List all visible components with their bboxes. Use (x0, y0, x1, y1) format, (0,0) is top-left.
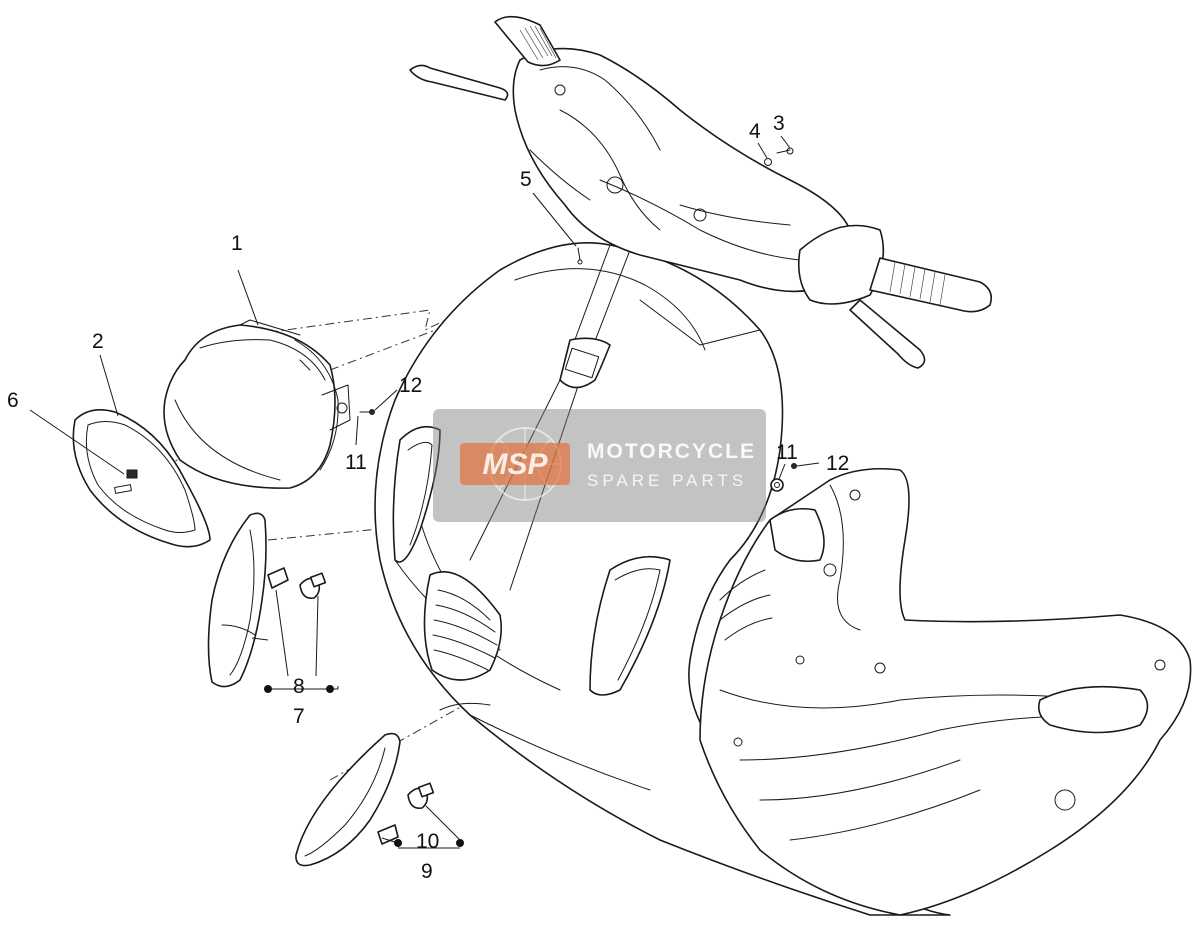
headlamp-trim-ring (72, 409, 211, 548)
watermark-logo-badge (460, 443, 570, 485)
watermark: MSP MOTORCYCLE SPARE PARTS (433, 409, 766, 522)
callout-4: 4 (749, 120, 761, 143)
watermark-line-2: SPARE PARTS (587, 471, 747, 490)
callout-1: 1 (231, 232, 243, 255)
watermark-line-1: MOTORCYCLE (587, 440, 756, 463)
callout-12-left: 12 (399, 374, 422, 397)
callout-11-left: 11 (345, 451, 367, 474)
callout-10: 10 (416, 830, 439, 853)
callout-labels: 1 2 3 4 5 6 7 8 9 10 11 11 12 12 (7, 112, 849, 883)
callout-8: 8 (293, 675, 305, 698)
watermark-box (433, 409, 766, 522)
bullet-dots (264, 685, 464, 847)
callout-5: 5 (520, 168, 532, 191)
watermark-logo-text: MSP (482, 448, 548, 481)
callout-2: 2 (92, 330, 104, 353)
left-turn-signal (207, 512, 327, 688)
callout-7: 7 (293, 705, 305, 728)
right-turn-signal (295, 732, 435, 867)
leg-shield-floor (699, 467, 1192, 916)
callout-12-right: 12 (826, 452, 849, 475)
callout-6: 6 (7, 389, 19, 412)
callout-11-right: 11 (776, 441, 798, 464)
headlamp (163, 319, 351, 489)
handlebar-assembly (409, 15, 993, 369)
front-shield (374, 242, 951, 916)
callout-3: 3 (773, 112, 785, 135)
callout-9: 9 (421, 860, 433, 883)
